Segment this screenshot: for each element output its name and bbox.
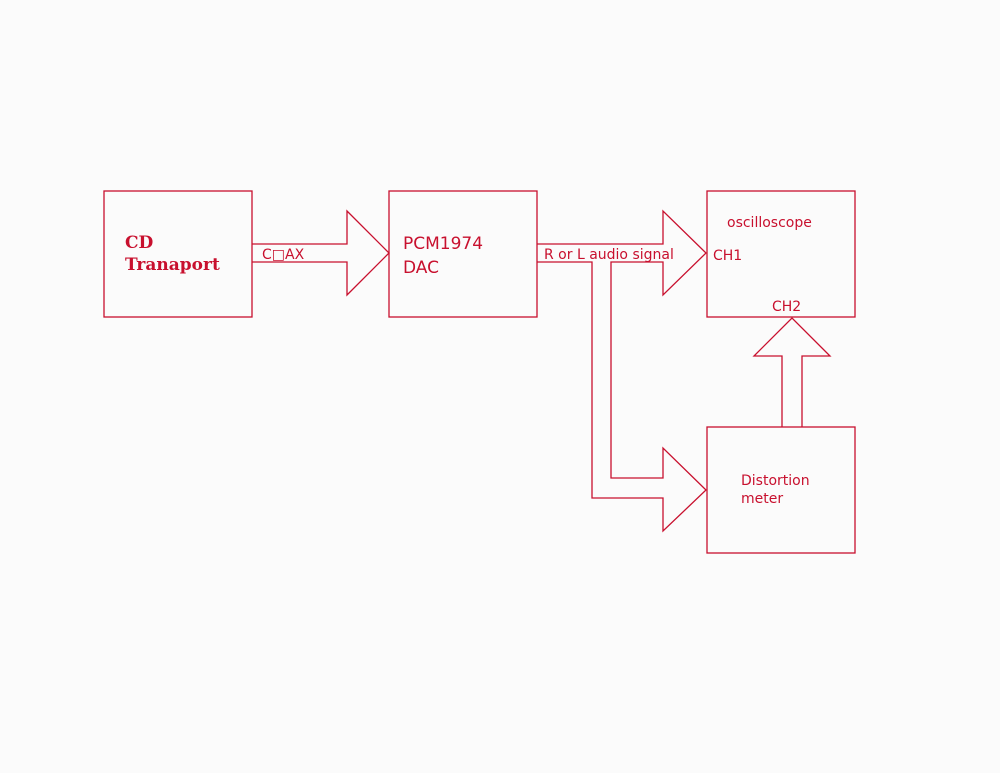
distortion-meter-label-line1: Distortion <box>741 473 810 489</box>
coax-label: C□AX <box>262 247 305 263</box>
distortion-meter-label-line2: meter <box>741 491 783 507</box>
dac-label-line2: DAC <box>403 258 439 278</box>
cd-transport-label-line2: Tranaport <box>125 255 220 275</box>
dac-box <box>388 190 538 318</box>
dac-label-line1: PCM1974 <box>403 234 483 254</box>
oscilloscope-title: oscilloscope <box>727 215 812 231</box>
oscilloscope-ch2-label: CH2 <box>772 299 801 315</box>
audio-signal-arrow <box>537 209 707 533</box>
cd-transport-label-line1: CD <box>125 233 154 253</box>
distortion-meter-box <box>706 426 856 554</box>
oscilloscope-box <box>706 190 856 318</box>
oscilloscope-ch1-label: CH1 <box>713 248 742 264</box>
audio-signal-label: R or L audio signal <box>544 247 674 263</box>
cd-transport-box <box>103 190 253 318</box>
ch2-feedback-arrow <box>752 317 832 427</box>
